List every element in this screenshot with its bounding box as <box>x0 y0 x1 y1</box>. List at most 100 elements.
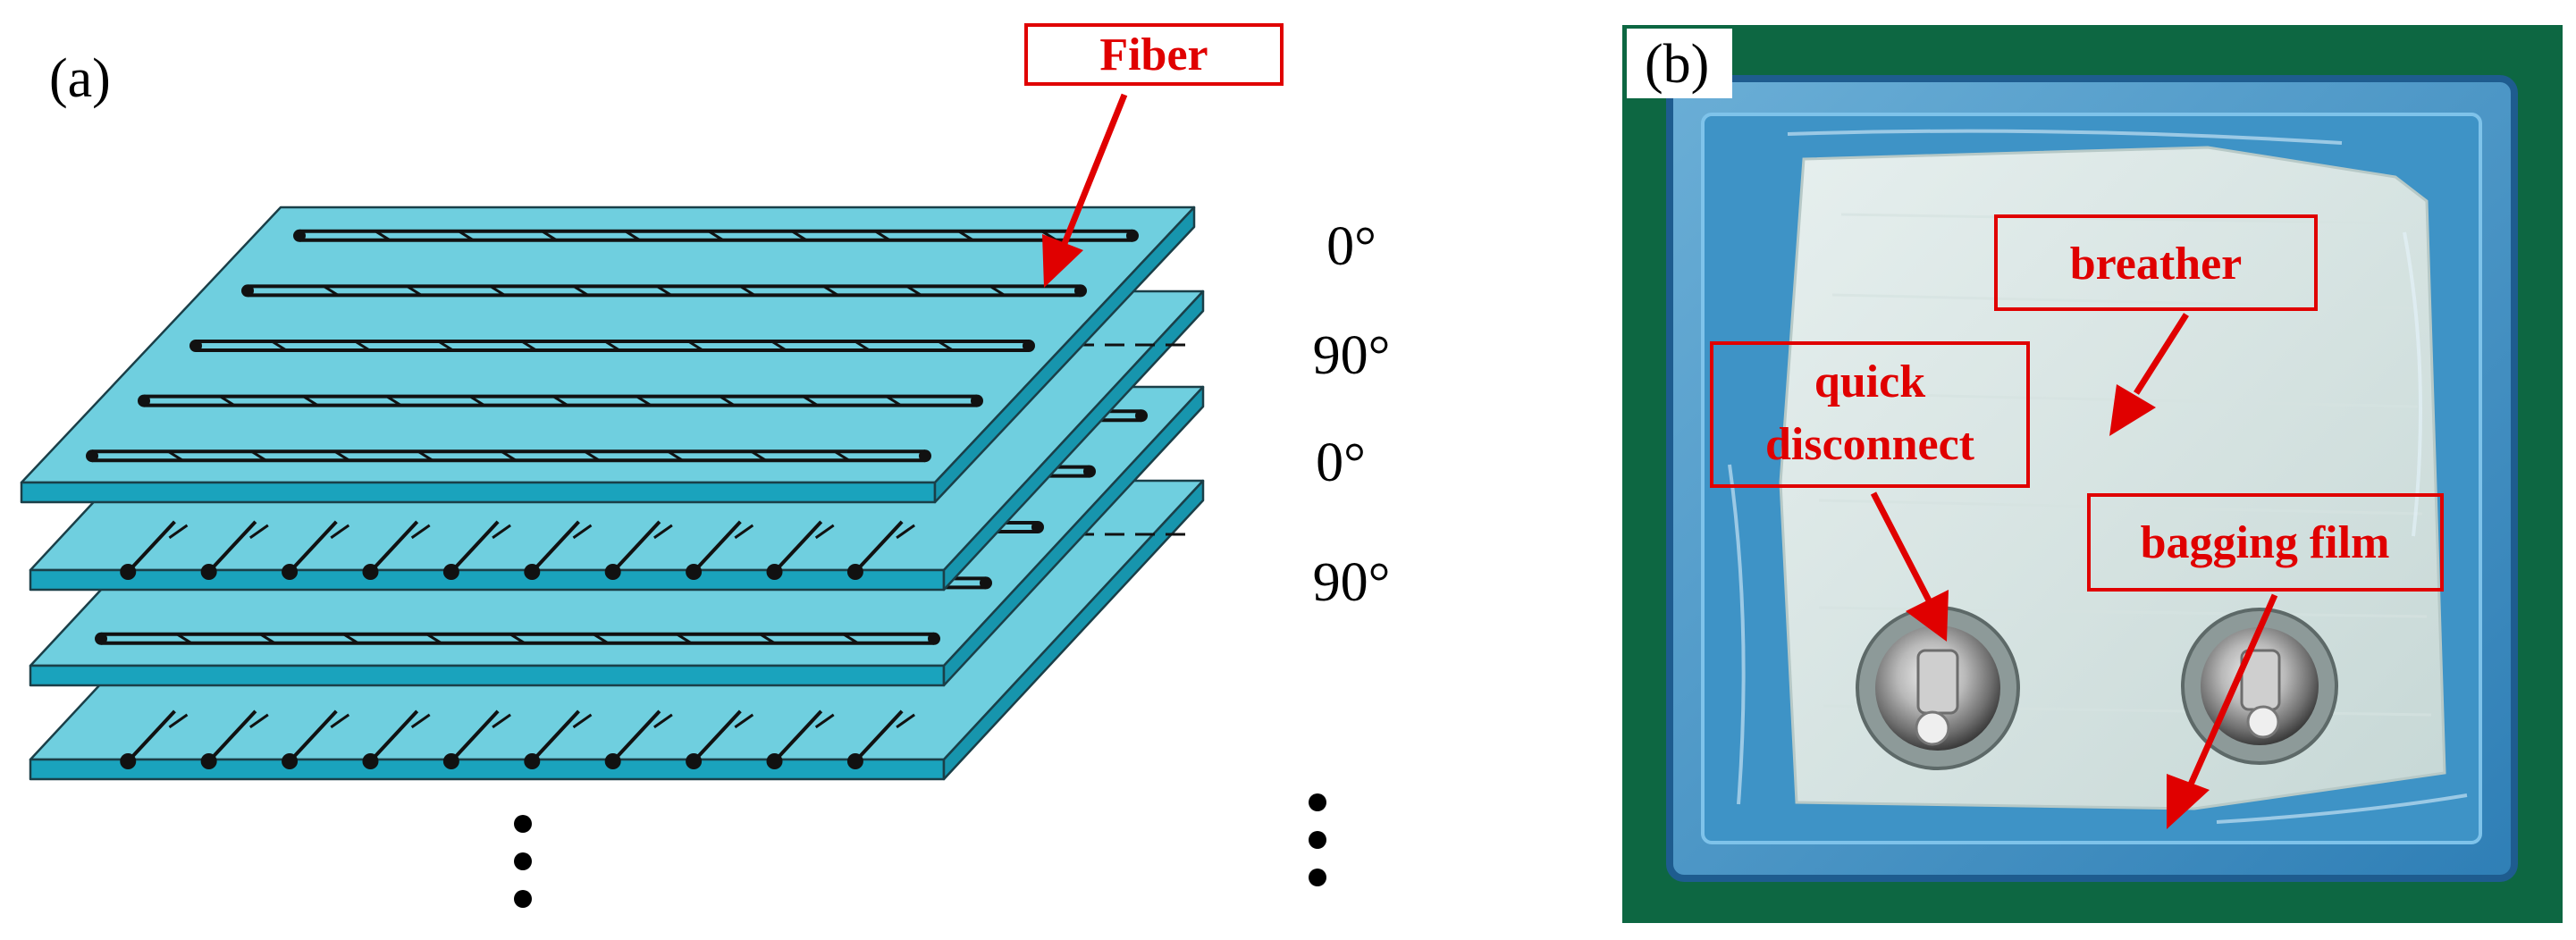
fiber-end <box>362 564 379 580</box>
fiber-tick <box>734 524 754 540</box>
fiber-tick <box>302 395 319 407</box>
fiber-tick <box>176 633 192 645</box>
panel-a: (a) Fiber 0° 90° 0° 90° <box>20 23 1391 908</box>
fiber-end <box>1031 521 1044 533</box>
ply-side-face <box>933 206 1196 504</box>
panel-a-label: (a) <box>49 48 111 109</box>
fiber-end <box>1126 229 1139 242</box>
fiber-tick <box>653 713 673 729</box>
panel-b: (b) breather quick disconnect bagging fi… <box>1622 25 2563 923</box>
fiber-tick <box>573 285 589 297</box>
fiber-tick <box>168 713 189 729</box>
fiber-end <box>604 564 621 580</box>
angle-label-ply-1: 0° <box>1326 216 1376 277</box>
fiber-end <box>200 564 217 580</box>
fiber-callout: Fiber <box>1024 23 1284 288</box>
fiber-tick <box>469 395 485 407</box>
fiber-tick <box>593 633 609 645</box>
fiber-tick <box>572 713 593 729</box>
bagging-film-arrow-head <box>2167 774 2210 829</box>
ply-side-face <box>942 290 1205 592</box>
ply-side-face <box>942 479 1205 781</box>
ply-front-face <box>29 568 946 592</box>
fiber-tick <box>886 395 902 407</box>
fiber-tick <box>168 524 189 540</box>
fiber-tick <box>708 230 724 242</box>
fiber-strand <box>126 709 176 763</box>
fiber-tick <box>259 633 276 645</box>
fiber-tick <box>667 449 684 462</box>
panel-b-label: (b) <box>1645 34 1709 95</box>
fiber-tick <box>854 340 871 352</box>
fiber-strand <box>692 709 742 763</box>
fiber-tick <box>271 340 287 352</box>
ellipsis-dot <box>1309 869 1326 886</box>
fiber-tick <box>410 524 431 540</box>
fiber-strand <box>207 709 257 763</box>
fiber-tick <box>584 449 600 462</box>
fiber-tick <box>167 449 183 462</box>
fiber-tick <box>385 395 402 407</box>
fiber-tick <box>896 524 915 540</box>
fiber-end <box>524 753 541 769</box>
ellipsis-dot <box>1309 831 1326 849</box>
fiber-tick <box>843 633 859 645</box>
fiber-strand <box>611 520 661 574</box>
fiber-end <box>766 753 783 769</box>
fiber-tick <box>896 713 915 729</box>
fiber-end <box>138 394 150 407</box>
angle-label-ply-4: 90° <box>1313 552 1391 613</box>
fiber-tick <box>822 285 839 297</box>
fiber-tick <box>572 524 593 540</box>
quick-disconnect-arrow <box>1870 491 1932 602</box>
fiber-strand <box>369 709 419 763</box>
fiber-tick <box>492 713 511 729</box>
fiber-tick <box>492 524 511 540</box>
fiber-tick <box>750 449 767 462</box>
fiber-end <box>846 753 863 769</box>
ellipsis-dot <box>514 815 532 833</box>
fiber-tick <box>604 340 620 352</box>
fiber-tick <box>957 230 974 242</box>
fiber-tick <box>687 340 703 352</box>
fiber-strand <box>611 709 661 763</box>
fiber-tick <box>541 230 558 242</box>
fiber-strand <box>530 520 580 574</box>
fiber-end <box>846 564 863 580</box>
fiber-strand <box>530 709 580 763</box>
fiber-end <box>189 340 202 352</box>
fiber-tick <box>501 449 517 462</box>
fiber-tick <box>656 285 672 297</box>
fiber-tick <box>509 633 526 645</box>
fiber-end <box>442 753 459 769</box>
fiber-tick <box>676 633 693 645</box>
fiber-tick <box>625 230 641 242</box>
breather-arrow-head <box>2109 384 2156 436</box>
fiber-end <box>120 564 137 580</box>
fiber-tick <box>791 230 807 242</box>
fiber-tick <box>323 285 339 297</box>
fiber-tick <box>814 524 835 540</box>
quick-disconnect-right <box>2181 608 2338 765</box>
fiber-end <box>1023 340 1035 352</box>
fiber-strand <box>288 520 338 574</box>
ellipsis-dot <box>514 852 532 870</box>
fiber-tick <box>354 340 371 352</box>
fiber-tick <box>636 395 652 407</box>
fiber-tick <box>739 285 755 297</box>
fiber-strand <box>450 520 500 574</box>
fiber-tick <box>734 713 754 729</box>
fiber-tick <box>802 395 819 407</box>
fiber-tick <box>989 285 1006 297</box>
angle-label-ply-3: 0° <box>1316 432 1366 493</box>
fiber-end <box>971 394 983 407</box>
fiber-end <box>1083 465 1096 478</box>
fiber-strand <box>692 520 742 574</box>
fiber-tick <box>552 395 568 407</box>
fiber-tick <box>874 230 891 242</box>
fiber-callout-label: Fiber <box>1099 29 1208 80</box>
fiber-tick <box>330 524 350 540</box>
fiber-tick <box>437 340 454 352</box>
bagging-film-arrow <box>2186 593 2278 788</box>
breather-callout-label: breather <box>2070 239 2243 290</box>
